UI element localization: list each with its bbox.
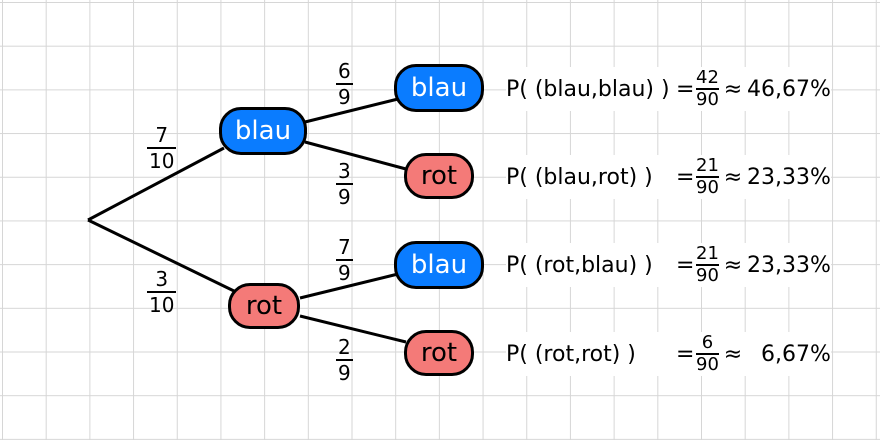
node-blau-blau: blau [394,64,484,112]
result-percent: 6,67% [761,341,831,367]
result-label: P( (blau,blau) ) [506,76,670,102]
prob-denominator: 9 [338,184,351,209]
prob-numerator: 7 [155,123,169,147]
fraction-bar [336,259,353,261]
branch-root-rot [87,218,235,293]
prob-numerator: 7 [338,235,351,259]
prob-numerator: 6 [338,59,351,83]
prob-numerator: 2 [338,335,351,359]
result-label: P( (rot,blau) ) [506,252,653,278]
prob-numerator: 3 [338,159,351,183]
fraction-bar [336,359,353,361]
prob-denominator: 9 [338,260,351,285]
branch-rot-rot [299,314,407,344]
fraction-bar [696,264,719,266]
fraction-bar [336,183,353,185]
fraction-bar [696,353,719,355]
result-percent: 23,33% [747,252,831,278]
result-numerator: 42 [696,67,719,89]
result-numerator: 21 [696,243,719,265]
prob-denominator: 10 [149,148,175,173]
result-numerator: 6 [701,332,714,354]
node-blau-rot: rot [404,153,474,199]
equals-sign: = [676,76,695,102]
result-denominator: 90 [696,264,719,286]
approx-sign: ≈ [723,164,743,190]
node-rot-blau: blau [394,241,484,289]
branch-blau-rot [304,140,407,171]
equals-sign: = [676,341,695,367]
branch-root-blau [87,146,225,222]
result-denominator: 90 [696,176,719,198]
branch-rot-blau [299,272,399,300]
fraction-bar [147,147,177,149]
approx-sign: ≈ [723,76,743,102]
prob-blau-blau: 6 9 [336,60,353,108]
prob-blau-rot: 3 9 [336,160,353,208]
prob-rot-rot: 2 9 [336,336,353,384]
fraction-bar [336,83,353,85]
prob-rot-blau: 7 9 [336,236,353,284]
approx-sign: ≈ [723,252,743,278]
result-numerator: 21 [696,155,719,177]
result-label: P( (rot,rot) ) [506,341,636,367]
prob-denominator: 10 [149,292,175,317]
node-level1-blau: blau [219,107,307,155]
equals-sign: = [676,164,695,190]
result-denominator: 90 [696,88,719,110]
result-percent: 23,33% [747,164,831,190]
fraction-bar [696,176,719,178]
prob-denominator: 9 [338,84,351,109]
prob-root-rot: 3 10 [147,267,177,317]
fraction-bar [696,88,719,90]
result-denominator: 90 [696,353,719,375]
equals-sign: = [676,252,695,278]
fraction-bar [147,291,177,293]
result-label: P( (blau,rot) ) [506,164,653,190]
node-level1-rot: rot [228,283,300,329]
node-rot-rot: rot [404,330,474,376]
prob-numerator: 3 [155,267,169,291]
result-percent: 46,67% [747,76,831,102]
branch-blau-blau [304,97,399,124]
approx-sign: ≈ [723,341,743,367]
prob-root-blau: 7 10 [147,123,177,173]
prob-denominator: 9 [338,360,351,385]
